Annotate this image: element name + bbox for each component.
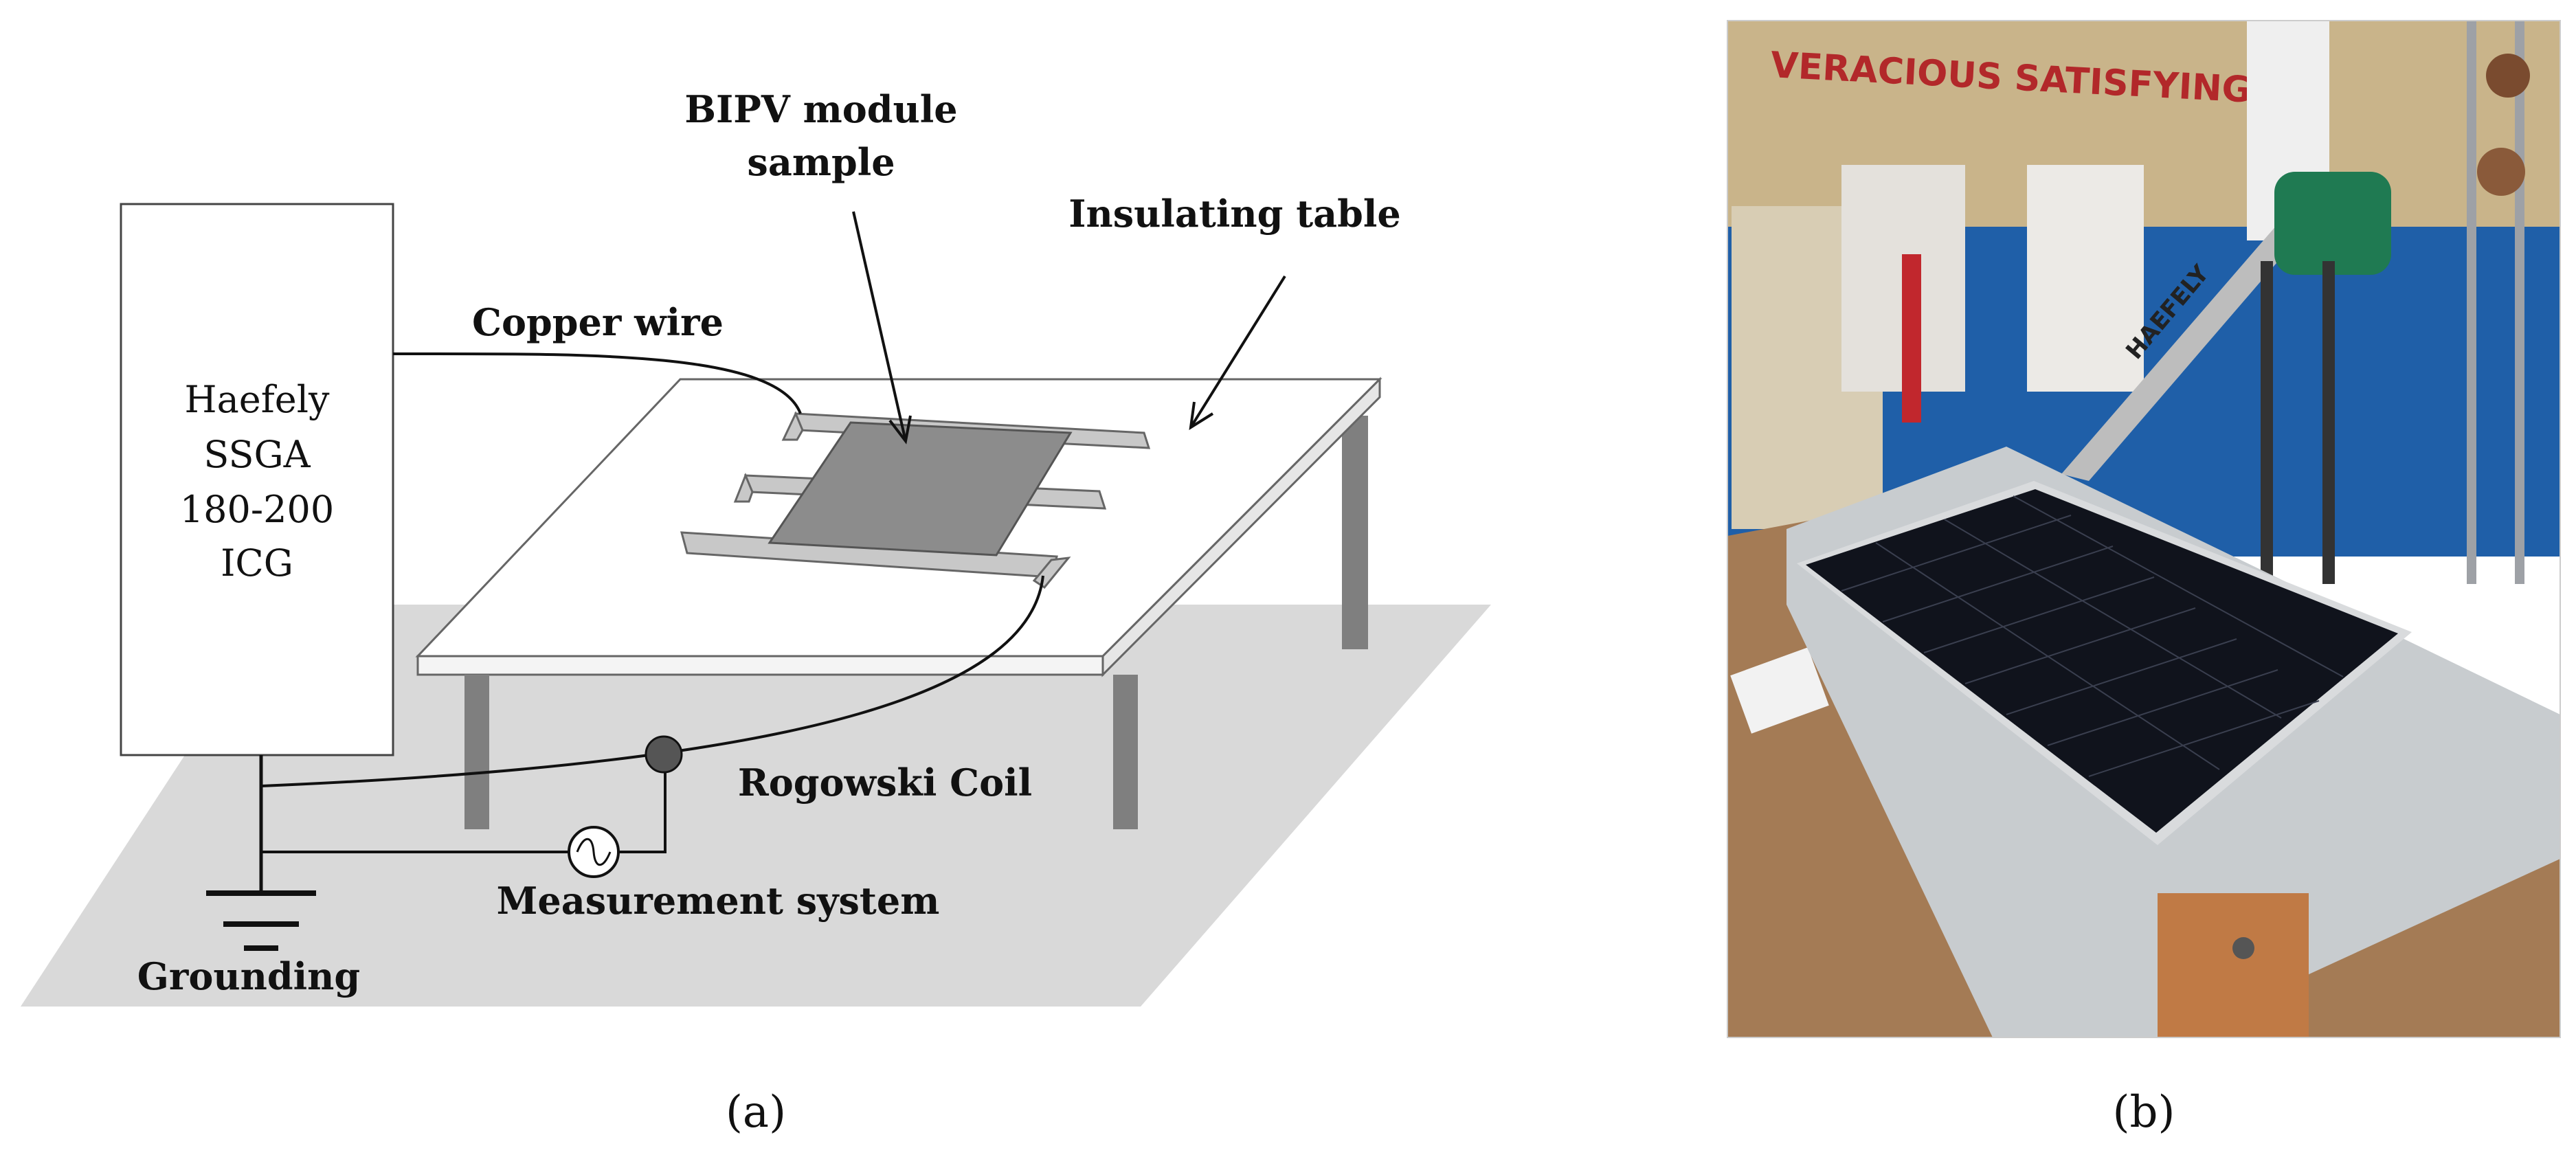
- generator-label-line4: ICG: [221, 541, 293, 585]
- tower-pole-2: [2515, 21, 2524, 584]
- impulse-generator-box: [120, 203, 394, 756]
- rogowski-coil-label: Rogowski Coil: [738, 761, 1032, 805]
- copper-sphere-top: [2486, 54, 2530, 98]
- cabinet-right: [2027, 165, 2144, 392]
- solar-cell-grid: [1841, 495, 2344, 777]
- tower-pole: [2467, 21, 2476, 584]
- generator-label-line3: 180-200: [180, 488, 334, 531]
- table-arrow-head: [1189, 401, 1214, 430]
- paper-sheet: [1730, 647, 1829, 734]
- tower-left: [2261, 261, 2273, 584]
- generator-label-line2: SSGA: [203, 433, 311, 476]
- table-leg-front-left: [464, 675, 489, 829]
- table-edge-side: [1101, 377, 1381, 677]
- copper-wire: [392, 352, 802, 414]
- grounding-icon: [206, 890, 316, 951]
- measurement-loop-return: [618, 754, 667, 853]
- copper-electrode: [2158, 893, 2309, 1037]
- generator-label-line1: Haefely: [185, 378, 330, 421]
- table-arrow: [1189, 275, 1286, 429]
- measurement-system-label: Measurement system: [497, 879, 940, 923]
- rail-middle-side: [733, 473, 754, 503]
- return-wire: [260, 575, 1044, 787]
- module-label-line2: sample: [747, 140, 895, 184]
- panel-b-photo: VERACIOUS SATISFYING HAEFELY: [1727, 20, 2561, 1138]
- arrows: [852, 211, 1286, 445]
- insulating-table-label: Insulating table: [1068, 192, 1401, 236]
- caption-b: (b): [2113, 1087, 2175, 1138]
- tower-right: [2322, 261, 2335, 584]
- bipv-module: [768, 421, 1073, 557]
- copper-wire-label: Copper wire: [472, 300, 724, 344]
- module-arrow: [852, 211, 907, 442]
- rogowski-coil: [645, 735, 683, 774]
- grounding-label: Grounding: [137, 954, 360, 998]
- steel-frame: [2061, 220, 2302, 481]
- red-insulator: [1902, 254, 1921, 423]
- copper-sphere: [2477, 148, 2525, 196]
- module-arrow-head: [888, 415, 912, 445]
- module-label-line1: BIPV module: [684, 87, 957, 131]
- terminal-bolt: [2232, 937, 2254, 959]
- panel-a-diagram: Haefely SSGA 180-200 ICG BIPV module sam…: [21, 87, 1491, 1138]
- rail-back-side: [781, 411, 804, 441]
- table-edge-front: [416, 655, 1104, 676]
- table-leg-back-right: [1342, 416, 1368, 649]
- solar-panel: [1806, 489, 2398, 833]
- photo-border: [1727, 20, 2561, 1038]
- caption-a: (a): [726, 1087, 786, 1138]
- table-leg-front-right: [1113, 675, 1138, 829]
- measurement-system-icon: [568, 826, 620, 878]
- green-drum: [2274, 172, 2391, 275]
